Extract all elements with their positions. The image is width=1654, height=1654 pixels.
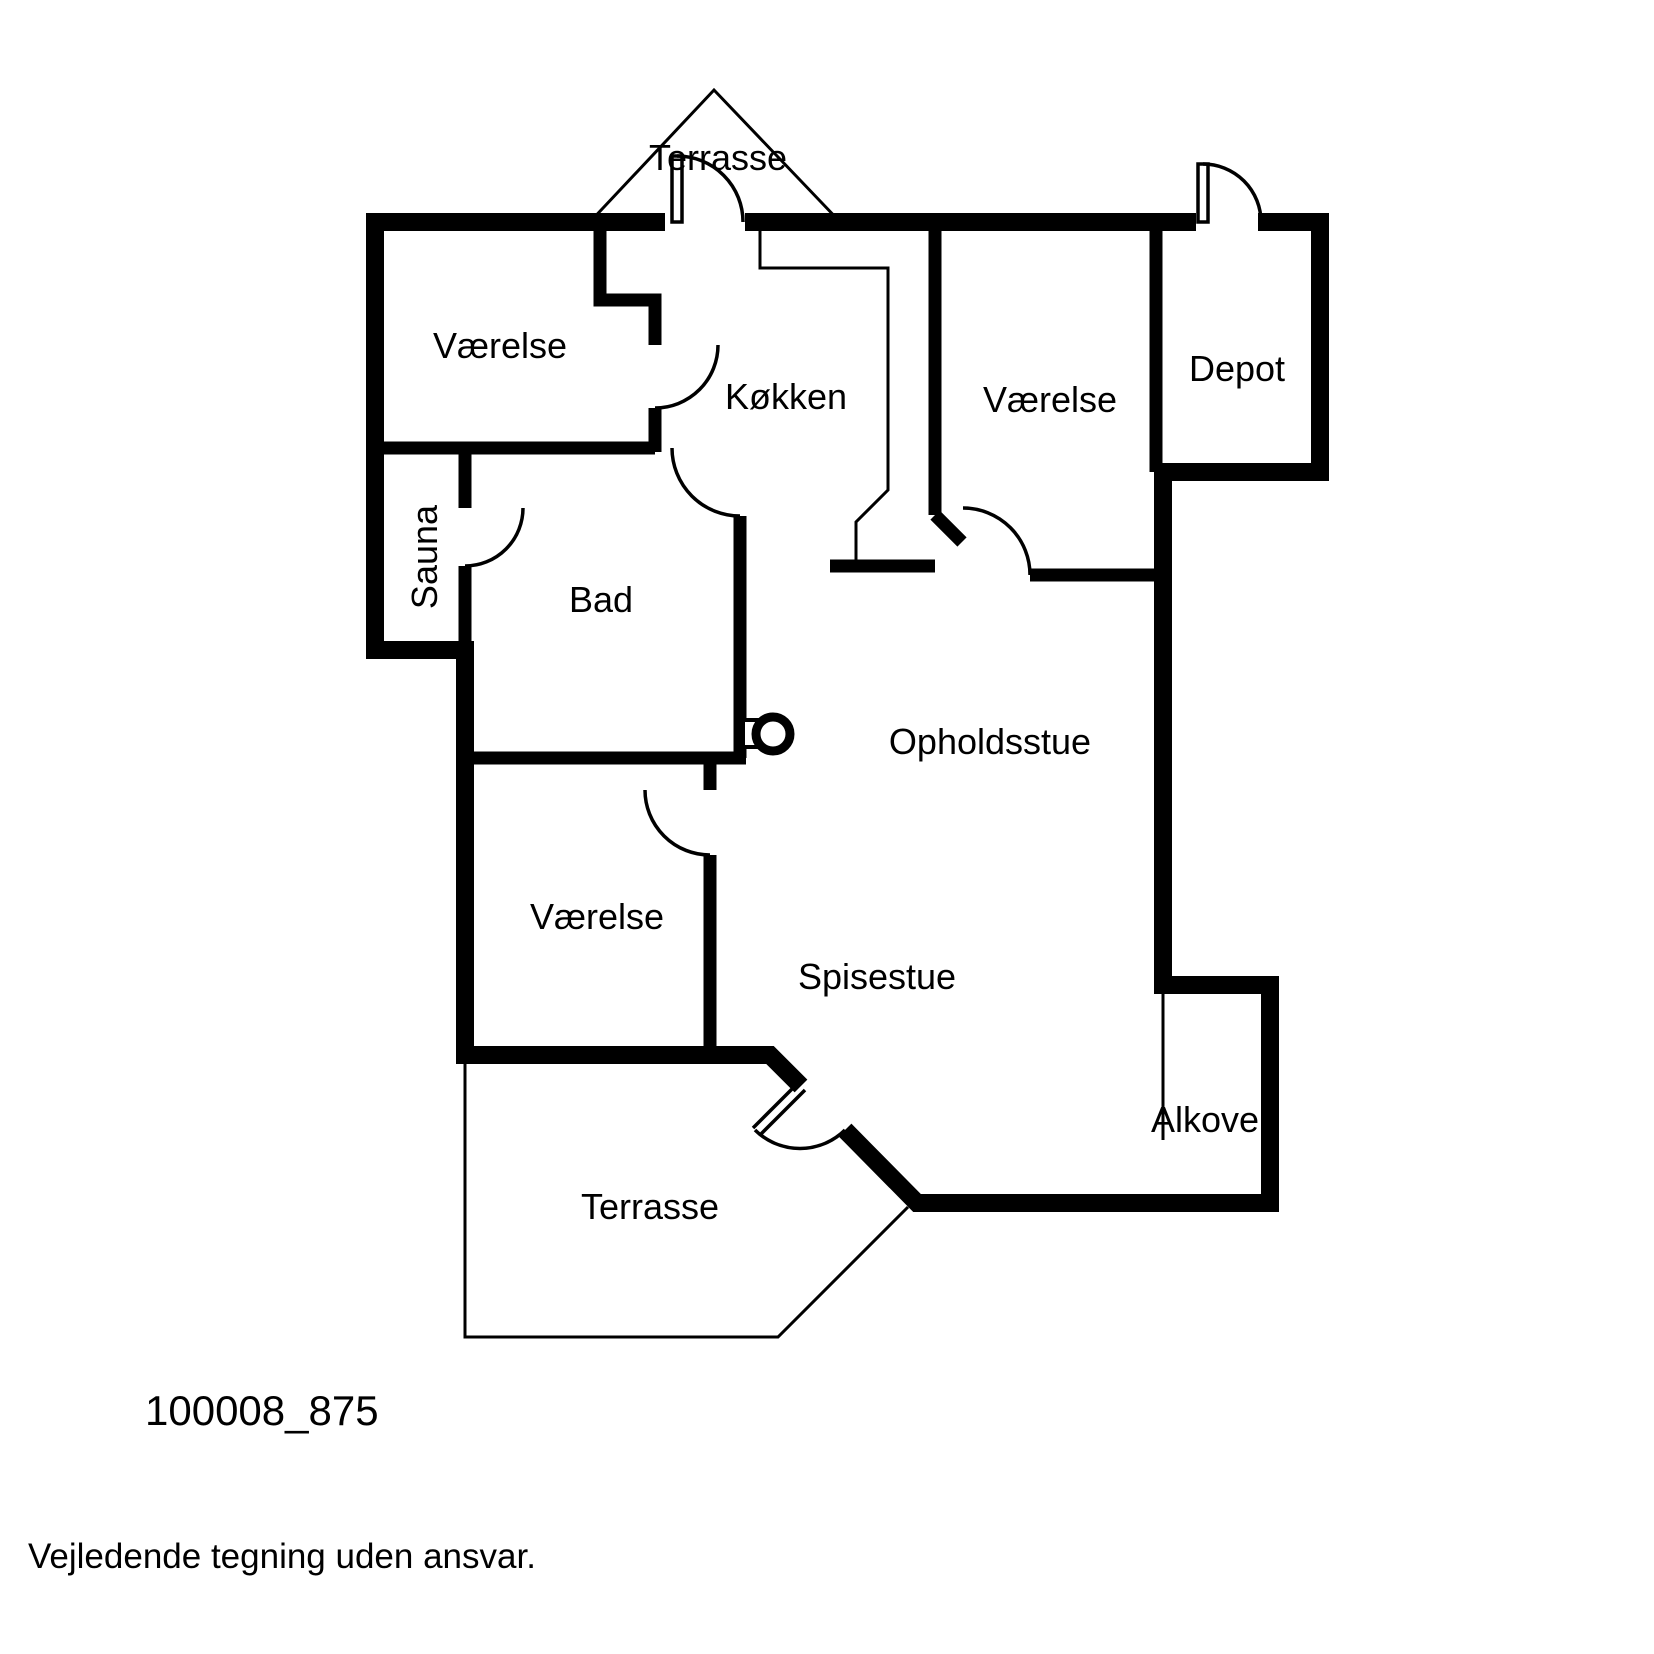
doors [464,154,1263,1151]
room-labels: Terrasse Værelse Køkken Værelse Depot Sa… [404,137,1285,1227]
terrace-outlines [463,87,1165,1339]
door-terrace-leaf [751,1081,807,1137]
interior-walls [375,222,1163,1055]
room-label-sauna: Sauna [404,504,445,609]
door-vaerelse-w-arc [643,789,711,857]
room-label-depot: Depot [1189,348,1285,389]
room-label-terrasse-bottom: Terrasse [581,1186,719,1227]
disclaimer-label: Vejledende tegning uden ansvar. [28,1537,536,1576]
door-depot-arc [1202,162,1263,223]
wall-vaerelse-nw-divider [593,222,662,345]
door-koekken-arc [654,344,720,410]
room-label-koekken: Køkken [725,376,847,417]
room-label-terrasse-top: Terrasse [649,137,787,178]
door-main-entrance-arc [676,154,745,223]
terrace-top-outline [586,87,844,226]
terrace-bottom-outline [463,1064,910,1339]
room-label-alkove: Alkove [1151,1099,1259,1140]
drawing-id-label: 100008_875 [145,1387,379,1434]
kitchen-flue-outline [758,231,890,562]
room-label-spisestue: Spisestue [798,956,956,997]
door-vaerelse-n-arc [962,506,1032,576]
exterior-wall-south-east [838,213,1329,1212]
room-label-bad: Bad [569,579,633,620]
door-depot-leaf [1196,162,1210,224]
door-sauna-arc [464,507,525,568]
toilet-bowl [751,712,795,756]
door-bad-arc [670,447,741,518]
annotations: 100008_875 Vejledende tegning uden ansva… [28,1387,536,1576]
toilet-icon [741,712,795,756]
wall-koekken-door-leaf [930,510,967,547]
room-label-vaerelse-w: Værelse [530,896,664,937]
room-label-vaerelse-nw: Værelse [433,325,567,366]
room-label-vaerelse-n: Værelse [983,379,1117,420]
door-terrace-arc [753,1128,847,1151]
exterior-walls [366,213,1329,1212]
room-label-opholdsstue: Opholdsstue [889,721,1091,762]
